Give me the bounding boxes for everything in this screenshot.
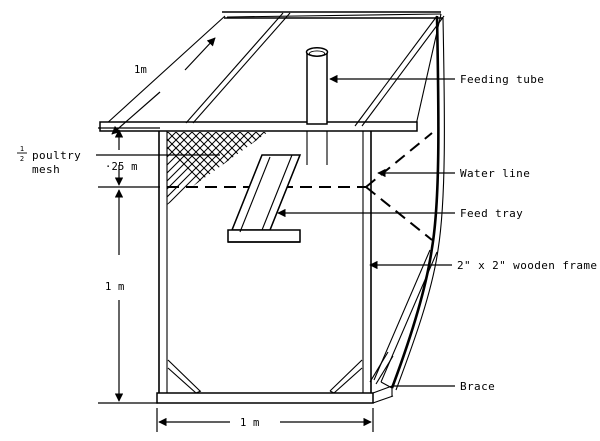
poultry-mesh-label-group: 1 2 poultry mesh (17, 145, 220, 176)
mesh-depth-dim-label: ·25 m (105, 161, 138, 173)
dimension-mesh-depth: ·25 m (98, 127, 160, 188)
dimension-body-height: 1 m (98, 189, 158, 404)
feed-tray-right-wall-b (269, 154, 301, 231)
feed-tray-front-lip (227, 229, 301, 243)
top-dim-arrow-upper (184, 37, 216, 71)
right-rear-foot (380, 381, 393, 389)
callout-brace: Brace (392, 380, 495, 393)
top-diagonal-dim-label: 1m (134, 64, 147, 76)
floor-right-recede-upper (372, 385, 393, 394)
left-diagonal-rail-b (192, 12, 291, 124)
brace-right-a (329, 359, 363, 392)
mesh-fraction-denominator: 2 (20, 155, 24, 163)
feed-tray-right-wall-a (261, 154, 293, 231)
brace-right-cap (329, 390, 335, 394)
mesh-hatch-lines (167, 132, 268, 205)
feeding-tube-body (306, 51, 328, 125)
top-plane-left-edge (104, 15, 226, 126)
top-plane-back-edge (226, 13, 442, 18)
callout-wooden-frame: 2" x 2" wooden frame (369, 259, 597, 272)
right-back-edge-outer (390, 15, 440, 389)
top-dim-arrow-lower (111, 91, 161, 135)
mesh-label-line2: mesh (32, 163, 60, 176)
callout-water-line: Water line (377, 167, 530, 180)
callout-feeding-tube: Feeding tube (329, 73, 544, 86)
brace-left-b (167, 367, 197, 394)
brace-right-b (333, 367, 363, 394)
water-line-receding (365, 132, 433, 188)
front-bottom-rail (156, 392, 374, 404)
feeding-tube-group (305, 47, 329, 165)
feed-tray-label: Feed tray (460, 207, 523, 220)
right-diagonal-rail-b (361, 15, 445, 127)
brace-label: Brace (460, 380, 495, 393)
mesh-fraction-numerator: 1 (20, 145, 24, 153)
corner-braces-group (167, 351, 394, 394)
dimension-base-width: 1 m (156, 408, 374, 432)
floor-right-recede-lower (372, 395, 394, 404)
brace-rear-b (375, 355, 394, 385)
front-top-rail-board (99, 121, 418, 132)
feeding-tube-bore (308, 50, 326, 57)
feed-tray-group (227, 154, 302, 243)
mesh-label-line1: poultry (32, 149, 81, 162)
callout-feed-tray: Feed tray (277, 207, 523, 220)
brace-rear-a (369, 351, 389, 383)
right-side-brace-a (373, 249, 431, 381)
wooden-frame-label: 2" x 2" wooden frame (457, 259, 597, 272)
poultry-mesh-panel (167, 132, 268, 205)
left-diagonal-rail-a (185, 12, 284, 124)
right-diagonal-rail-a (354, 15, 438, 127)
dimension-top-diagonal: 1m (111, 37, 216, 135)
base-width-dim-label: 1 m (240, 417, 260, 429)
top-plane-group (99, 11, 445, 132)
brace-left-a (167, 359, 201, 392)
water-line-label: Water line (460, 167, 530, 180)
right-back-edge-inner (395, 17, 445, 391)
feeding-tube-label: Feeding tube (460, 73, 544, 86)
feed-tray-left-wall-b (239, 156, 271, 233)
body-height-dim-label: 1 m (105, 281, 125, 293)
feed-tray-left-wall-a (231, 154, 263, 231)
brace-left-cap (195, 390, 202, 394)
